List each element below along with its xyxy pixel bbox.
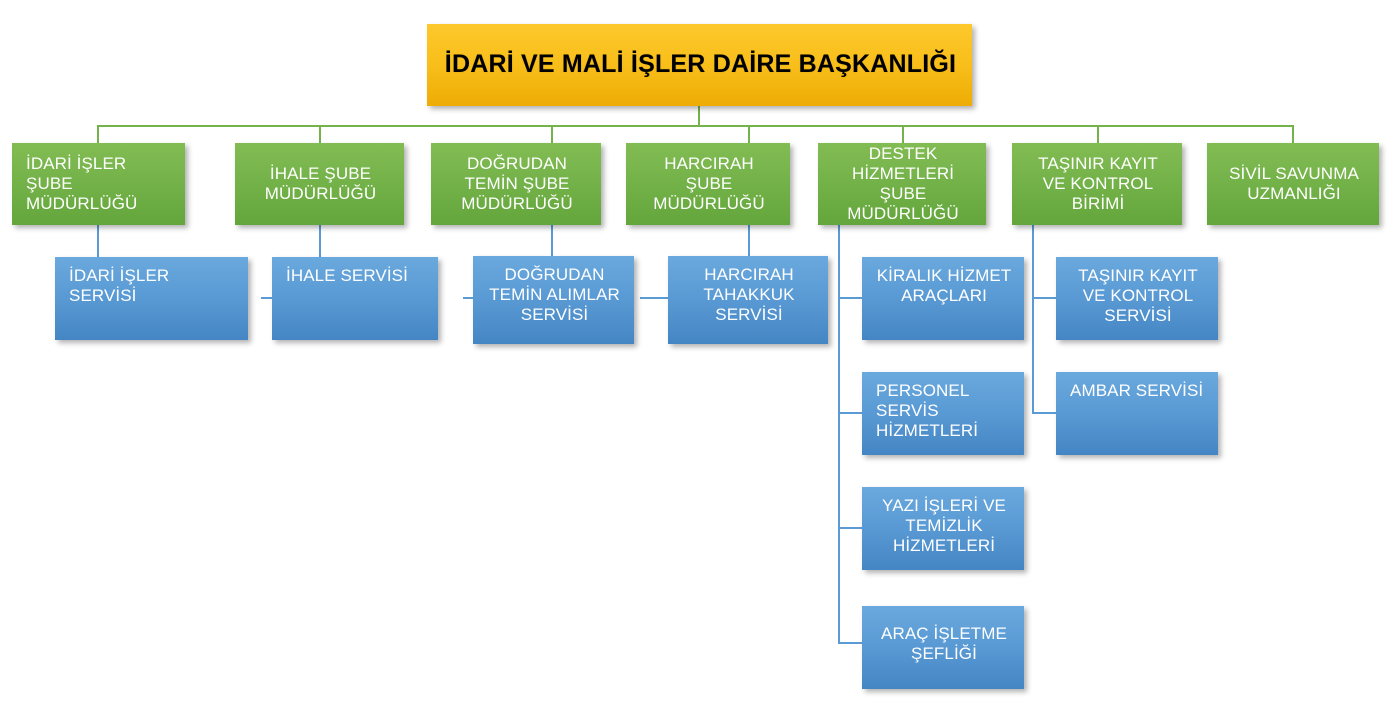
node-branch-label: DESTEK HİZMETLERİ ŞUBE MÜDÜRLÜĞÜ: [847, 143, 959, 224]
node-service-tasinir-kayit-ve-kontrol-servisi[interactable]: TAŞINIR KAYIT VE KONTROL SERVİSİ: [1056, 257, 1218, 340]
node-service-idari-isler-servisi[interactable]: İDARİ İŞLER SERVİSİ: [55, 257, 248, 340]
node-service-label: AMBAR SERVİSİ: [1070, 381, 1204, 400]
node-service-label: KİRALIK HİZMET ARAÇLARI: [876, 266, 1012, 306]
connector-bus-to-branch-4: [748, 125, 750, 143]
connector-destek-hizmetleri-branch-2: [838, 412, 862, 414]
node-branch-label: DOĞRUDAN TEMİN ŞUBE MÜDÜRLÜĞÜ: [461, 153, 573, 214]
connector-bus-to-branch-6: [1097, 125, 1099, 143]
node-branch-label: İDARİ İŞLER ŞUBE MÜDÜRLÜĞÜ: [26, 153, 138, 214]
node-service-label: ARAÇ İŞLETME ŞEFLİĞİ: [881, 624, 1007, 664]
connector-bus-to-branch-1: [97, 125, 99, 143]
connector-destek-hizmetleri-branch-4: [838, 642, 862, 644]
connector-destek-hizmetleri-branch-3: [838, 527, 862, 529]
node-service-arac-isletme-sefligi[interactable]: ARAÇ İŞLETME ŞEFLİĞİ: [862, 606, 1024, 689]
node-service-kiralik-hizmet-araclari[interactable]: KİRALIK HİZMET ARAÇLARI: [862, 257, 1024, 340]
connector-bus-to-branch-3: [551, 125, 553, 143]
node-branch-idari-isler-sube-mudurlugu[interactable]: İDARİ İŞLER ŞUBE MÜDÜRLÜĞÜ: [12, 143, 185, 225]
connector-bus-to-branch-2: [319, 125, 321, 143]
connector-tasinir-kayit-branch-2: [1032, 412, 1056, 414]
node-service-label: TAŞINIR KAYIT VE KONTROL SERVİSİ: [1078, 266, 1198, 326]
node-branch-label: TAŞINIR KAYIT VE KONTROL BİRİMİ: [1038, 153, 1158, 214]
node-branch-destek-hizmetleri-sube-mudurlugu[interactable]: DESTEK HİZMETLERİ ŞUBE MÜDÜRLÜĞÜ: [818, 143, 986, 225]
node-branch-label: HARCIRAH ŞUBE MÜDÜRLÜĞÜ: [653, 153, 765, 214]
node-service-label: PERSONEL SERVİS HİZMETLERİ: [876, 381, 979, 441]
node-service-personel-servis-hizmetleri[interactable]: PERSONEL SERVİS HİZMETLERİ: [862, 372, 1024, 455]
node-service-harcirah-tahakkuk-servisi[interactable]: HARCIRAH TAHAKKUK SERVİSİ: [668, 256, 828, 344]
node-root-idari-ve-mali-isler-daire-baskanligi[interactable]: İDARİ VE MALİ İŞLER DAİRE BAŞKANLIĞI: [427, 24, 972, 106]
node-branch-harcirah-sube-mudurlugu[interactable]: HARCIRAH ŞUBE MÜDÜRLÜĞÜ: [626, 143, 790, 225]
connector-root-dropline: [698, 106, 700, 125]
node-service-ambar-servisi[interactable]: AMBAR SERVİSİ: [1056, 372, 1218, 455]
node-service-label: İDARİ İŞLER SERVİSİ: [69, 266, 170, 306]
node-branch-label: İHALE ŞUBE MÜDÜRLÜĞÜ: [264, 163, 377, 203]
node-branch-tasinir-kayit-ve-kontrol-birimi[interactable]: TAŞINIR KAYIT VE KONTROL BİRİMİ: [1012, 143, 1182, 225]
node-branch-label: SİVİL SAVUNMA UZMANLIĞI: [1229, 163, 1359, 203]
node-service-yazi-isleri-ve-temizlik-hizmetleri[interactable]: YAZI İŞLERİ VE TEMİZLİK HİZMETLERİ: [862, 487, 1024, 570]
node-service-ihale-servisi[interactable]: İHALE SERVİSİ: [272, 257, 438, 340]
node-service-label: DOĞRUDAN TEMİN ALIMLAR SERVİSİ: [489, 265, 620, 325]
connector-destek-hizmetleri-spine: [838, 225, 840, 642]
connector-bus-to-branch-5: [902, 125, 904, 143]
node-service-label: HARCIRAH TAHAKKUK SERVİSİ: [703, 265, 795, 325]
node-root-label: İDARİ VE MALİ İŞLER DAİRE BAŞKANLIĞI: [444, 50, 957, 79]
connector-destek-hizmetleri-branch-1: [838, 297, 862, 299]
connector-tasinir-kayit-branch-1: [1032, 297, 1056, 299]
node-branch-dogrudan-temin-sube-mudurlugu[interactable]: DOĞRUDAN TEMİN ŞUBE MÜDÜRLÜĞÜ: [431, 143, 601, 225]
node-service-dogrudan-temin-alimlar-servisi[interactable]: DOĞRUDAN TEMİN ALIMLAR SERVİSİ: [473, 256, 634, 344]
node-branch-sivil-savunma-uzmanligi[interactable]: SİVİL SAVUNMA UZMANLIĞI: [1207, 143, 1379, 225]
connector-tasinir-kayit-spine: [1032, 225, 1034, 413]
node-service-label: YAZI İŞLERİ VE TEMİZLİK HİZMETLERİ: [882, 496, 1006, 556]
connector-bus-to-branch-7: [1292, 125, 1294, 143]
node-branch-ihale-sube-mudurlugu[interactable]: İHALE ŞUBE MÜDÜRLÜĞÜ: [235, 143, 404, 225]
node-service-label: İHALE SERVİSİ: [286, 266, 408, 285]
connector-branch-bus: [97, 125, 1292, 127]
